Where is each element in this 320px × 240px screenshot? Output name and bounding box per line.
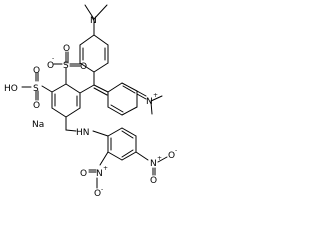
- sulfonic-sulfur-label: S: [33, 84, 39, 94]
- sulfonate-oxygen-anion-label: O: [47, 61, 54, 71]
- chemical-structure-diagram: N N + S O O O - HO S O O Na HN N + O O -…: [4, 4, 177, 199]
- ortho-nitro-oxygen-b-label: O: [94, 189, 101, 199]
- bond-lines: [21, 4, 168, 189]
- sodium-label: Na: [32, 120, 44, 130]
- amine-nh-label: HN: [76, 128, 90, 138]
- sulfonate-oxygen-top-label: O: [63, 44, 70, 54]
- ortho-nitro-minus-label: -: [101, 186, 103, 193]
- sulfonic-hydroxyl-label: HO: [4, 84, 18, 94]
- sulfonate-oxygen-right-label: O: [80, 62, 87, 72]
- para-nitro-minus-label: -: [175, 147, 177, 154]
- sulfonate-minus-label: -: [52, 55, 54, 62]
- sulfonic-oxygen-top-label: O: [33, 66, 40, 76]
- sulfonate-sulfur-label: S: [63, 61, 69, 71]
- para-nitro-plus-label: +: [157, 155, 162, 162]
- para-nitro-oxygen-a-label: O: [150, 176, 157, 186]
- ortho-nitro-nitrogen-label: N: [96, 169, 103, 179]
- ortho-nitro-oxygen-a-label: O: [80, 169, 87, 179]
- ortho-nitro-plus-label: +: [103, 165, 108, 172]
- para-nitro-oxygen-b-label: O: [168, 151, 175, 161]
- iminium-charge-label: +: [153, 92, 158, 99]
- atom-labels: N N + S O O O - HO S O O Na HN N + O O -…: [4, 16, 177, 199]
- dimethylamino-nitrogen-label: N: [90, 16, 97, 26]
- sulfonic-oxygen-bottom-label: O: [33, 101, 40, 111]
- iminium-nitrogen-label: N: [146, 97, 153, 107]
- para-nitro-nitrogen-label: N: [150, 159, 157, 169]
